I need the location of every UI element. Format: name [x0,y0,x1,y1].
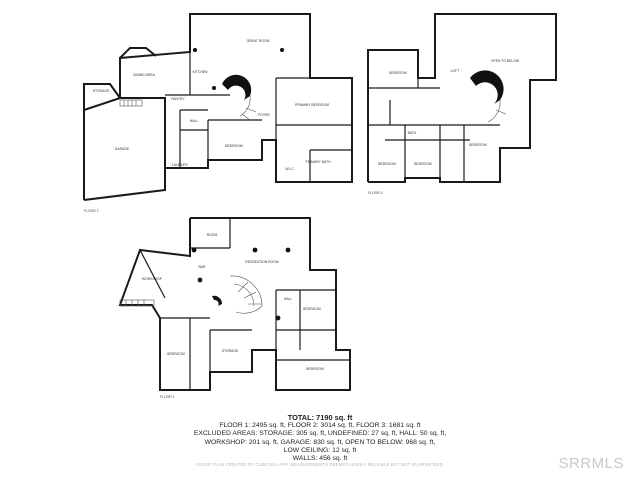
garage-walls [83,97,166,201]
bay-window-walls [119,47,157,59]
room-label-kitchen: KITCHEN [193,70,208,74]
watermark-logo: SRRMLS [558,455,624,472]
room-label-f3-loft: LOFT [451,69,460,73]
interior-wall [139,249,166,299]
summary-line-excluded: EXCLUDED AREAS: STORAGE: 305 sq. ft, UND… [193,430,447,438]
column [193,48,197,52]
room-label-hall-f1: HALL [284,297,293,301]
floor-2-label: FLOOR 2 [84,209,99,213]
column [285,247,291,253]
room-label-f3-bedroom-1: BEDROOM [389,71,407,75]
spiral-stair-icon [212,295,223,306]
summary-line-walls: WALLS: 456 sq. ft [292,455,348,463]
column [252,247,258,253]
room-label-f3-bedroom-2: BEDROOM [378,162,396,166]
floor-3-plan: BEDROOM BEDROOM BEDROOM BEDROOM LOFT OPE… [367,13,557,195]
room-label-storage: STORAGE [93,89,110,93]
room-label-f1-bedroom-2: BEDROOM [167,352,185,356]
column [275,315,281,321]
room-label-f3-bedroom-4: BEDROOM [469,143,487,147]
room-label-garage: GARAGE [115,147,130,151]
column [212,86,216,90]
room-label-recreation: RECREATION ROOM [245,260,279,264]
floor-3-label: FLOOR 3 [368,191,383,195]
floor-1-outer-walls [118,217,351,391]
spiral-stair-icon [222,74,252,100]
summary-line-floors: FLOOR 1: 2495 sq. ft, FLOOR 2: 3014 sq. … [219,422,421,430]
column [191,247,197,253]
column [197,277,203,283]
room-label-primary-bedroom: PRIMARY BEDROOM [295,103,329,107]
stair-treads [487,99,507,123]
room-label-f1-bedroom-3: BEDROOM [306,367,324,371]
room-label-open-to-below: OPEN TO BELOW [491,59,520,63]
floor-1-stair-icon [119,299,155,307]
storage-walls [83,83,121,110]
room-label-f1-bedroom-1: BEDROOM [303,307,321,311]
disclaimer-text: FLOOR PLAN CREATED BY CUBICASA APP. MEAS… [195,462,445,467]
stair-treads [239,95,257,121]
room-label-bar: BAR [199,265,207,269]
room-label-bedroom: BEDROOM [225,144,243,148]
garage-stair-icon [119,99,143,107]
room-label-f1-room: ROOM [207,233,218,237]
room-label-bath: BATH [408,131,417,135]
room-label-wic: W.I.C. [285,167,294,171]
summary-line-low-ceiling: LOW CEILING: 12 sq. ft [283,446,357,454]
room-label-f3-bedroom-3: BEDROOM [414,162,432,166]
floor-1-plan: ROOM RECREATION ROOM BAR WORKSHOP BEDROO… [118,217,351,399]
room-label-great-room: GREAT ROOM [247,39,270,43]
room-label-dining: DINING AREA [133,73,156,77]
room-label-foyer: FOYER [258,113,270,117]
floor-3-outer-walls [367,13,557,183]
room-label-storage-f1: STORAGE [222,349,239,353]
room-label-pantry: PANTRY [171,97,185,101]
floor-2-outer-walls [119,13,353,183]
area-summary: TOTAL: 7190 sq. ft FLOOR 1: 2495 sq. ft,… [120,413,520,463]
summary-line-workshop: WORKSHOP: 201 sq. ft, GARAGE: 830 sq. ft… [204,438,436,446]
floor-2-plan: STORAGE GARAGE DINING AREA KITCHEN GREAT… [83,13,353,213]
floor-1-label: FLOOR 1 [160,395,175,399]
room-label-hall: HALL [190,119,199,123]
room-label-laundry: LAUNDRY [172,163,189,167]
stair-treads [229,275,263,314]
total-area: TOTAL: 7190 sq. ft [287,413,353,422]
spiral-stair-icon [470,70,504,104]
room-label-primary-bath: PRIMARY BATH [305,160,331,164]
column [280,48,284,52]
room-label-workshop: WORKSHOP [142,277,163,281]
